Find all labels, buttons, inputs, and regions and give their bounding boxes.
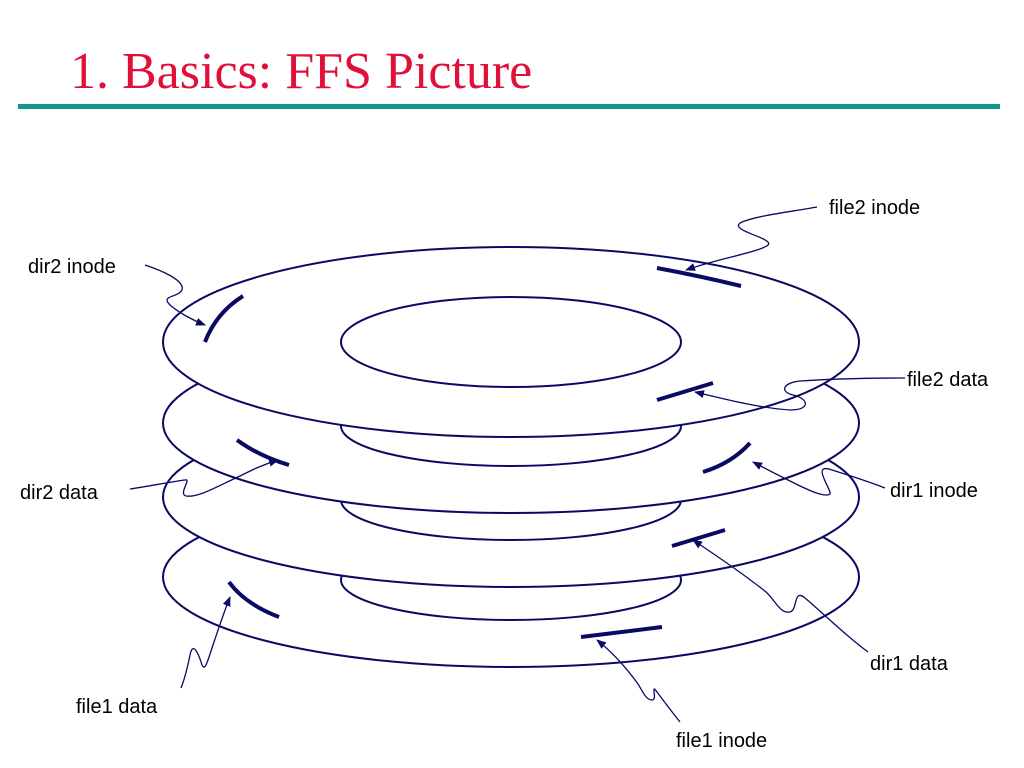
diagram-labels: file2 inode dir2 inode file2 data dir2 d… bbox=[20, 197, 989, 752]
arrow-dir2-inode bbox=[144, 264, 206, 326]
platter-1 bbox=[162, 246, 860, 438]
arrow-file1-inode bbox=[596, 639, 681, 723]
slide-title: 1. Basics: FFS Picture bbox=[70, 43, 533, 100]
label-dir1-data: dir1 data bbox=[870, 653, 949, 675]
block-file2-inode bbox=[656, 266, 742, 288]
title-divider bbox=[18, 104, 1000, 109]
block-file1-data bbox=[227, 580, 280, 619]
label-file1-data: file1 data bbox=[76, 696, 158, 718]
block-file1-inode bbox=[580, 625, 663, 639]
block-marks bbox=[203, 266, 752, 639]
label-dir2-data: dir2 data bbox=[20, 482, 99, 504]
arrow-dir1-inode bbox=[752, 461, 886, 496]
arrow-dir2-data bbox=[129, 458, 279, 497]
label-file2-data: file2 data bbox=[907, 369, 989, 391]
block-dir1-data bbox=[671, 528, 726, 548]
label-dir1-inode: dir1 inode bbox=[890, 480, 978, 502]
arrow-file2-data bbox=[694, 377, 906, 411]
arrow-file2-inode bbox=[685, 206, 818, 271]
block-dir2-data bbox=[235, 438, 290, 467]
block-dir2-inode bbox=[203, 294, 245, 343]
label-file2-inode: file2 inode bbox=[829, 197, 920, 219]
leader-arrows bbox=[129, 206, 906, 723]
label-dir2-inode: dir2 inode bbox=[28, 256, 116, 278]
block-file2-data bbox=[656, 381, 714, 402]
arrow-file1-data bbox=[180, 596, 231, 689]
platter-1-hub bbox=[340, 296, 682, 388]
arrow-dir1-data bbox=[692, 539, 869, 653]
label-file1-inode: file1 inode bbox=[676, 730, 767, 752]
block-dir1-inode bbox=[702, 441, 752, 474]
